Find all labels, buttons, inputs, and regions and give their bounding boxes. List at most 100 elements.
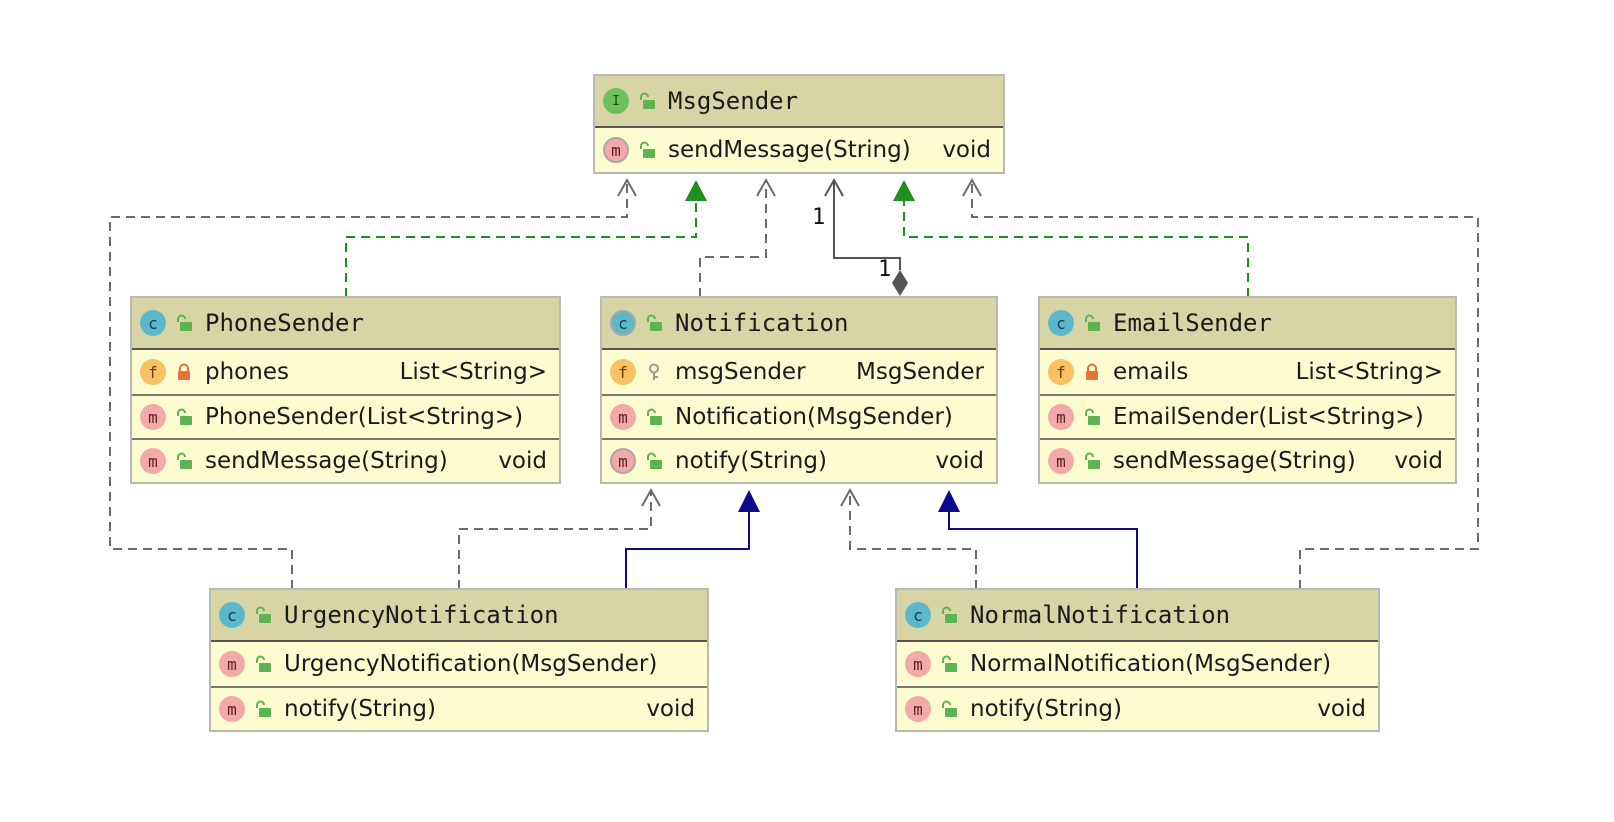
lock-open-icon bbox=[647, 314, 662, 331]
member-name: emails bbox=[1113, 359, 1189, 385]
member-type: List<String> bbox=[1295, 359, 1443, 385]
class-name: EmailSender bbox=[1113, 309, 1272, 337]
abstract-class-icon: c bbox=[610, 310, 636, 336]
lock-open-icon bbox=[256, 655, 271, 672]
member-name: notify(String) bbox=[970, 696, 1122, 722]
method-icon: m bbox=[1048, 404, 1074, 430]
method-row[interactable]: m sendMessage(String) void bbox=[1040, 438, 1455, 482]
class-header: c EmailSender bbox=[1040, 298, 1455, 350]
class-node-urgencynotification[interactable]: c UrgencyNotification m UrgencyNotification… bbox=[209, 588, 709, 732]
lock-closed-icon bbox=[1086, 363, 1098, 380]
class-header: c UrgencyNotification bbox=[211, 590, 707, 642]
member-type: MsgSender bbox=[856, 359, 984, 385]
class-name: PhoneSender bbox=[205, 309, 364, 337]
member-type: void bbox=[498, 448, 547, 474]
class-node-emailsender[interactable]: c EmailSender f emails List<String> m EmailSen… bbox=[1038, 296, 1457, 484]
class-name: UrgencyNotification bbox=[284, 601, 559, 629]
key-icon bbox=[649, 363, 659, 380]
lock-open-icon bbox=[1085, 452, 1100, 469]
interface-icon: I bbox=[603, 88, 629, 114]
member-type: void bbox=[1394, 448, 1443, 474]
class-name: MsgSender bbox=[668, 87, 799, 115]
member-type: void bbox=[1317, 696, 1366, 722]
member-name: notify(String) bbox=[284, 696, 436, 722]
class-icon: c bbox=[1048, 310, 1074, 336]
lock-open-icon bbox=[256, 700, 271, 717]
class-icon: c bbox=[219, 602, 245, 628]
class-node-msgsender[interactable]: I MsgSender m sendMessage(String) void bbox=[593, 74, 1005, 174]
method-icon: m bbox=[1048, 448, 1074, 474]
lock-open-icon bbox=[942, 606, 957, 623]
class-name: Notification bbox=[675, 309, 849, 337]
method-row[interactable]: m Notification(MsgSender) bbox=[602, 394, 996, 438]
class-node-notification[interactable]: c Notification f msgSender MsgSender m Notific… bbox=[600, 296, 998, 484]
member-type: List<String> bbox=[399, 359, 547, 385]
class-icon: c bbox=[140, 310, 166, 336]
member-name: UrgencyNotification(MsgSender) bbox=[284, 651, 658, 677]
method-icon: m bbox=[219, 651, 245, 677]
member-type: void bbox=[942, 137, 991, 163]
method-icon: m bbox=[140, 404, 166, 430]
lock-open-icon bbox=[640, 92, 655, 109]
member-type: void bbox=[646, 696, 695, 722]
edge-notification-depends-msgsender[interactable] bbox=[699, 177, 776, 297]
lock-open-icon bbox=[1085, 408, 1100, 425]
field-icon: f bbox=[1048, 359, 1074, 385]
edge-urgency-extends-notification[interactable] bbox=[625, 490, 760, 589]
member-name: EmailSender(List<String>) bbox=[1113, 404, 1424, 430]
method-row[interactable]: m sendMessage(String) void bbox=[595, 128, 1003, 172]
member-name: msgSender bbox=[675, 359, 806, 385]
lock-closed-icon bbox=[178, 363, 190, 380]
edge-notification-aggregates-msgsender[interactable]: 1 1 bbox=[812, 177, 908, 296]
edge-phonesender-realizes-msgsender[interactable] bbox=[345, 180, 707, 297]
member-name: phones bbox=[205, 359, 289, 385]
lock-open-icon bbox=[942, 700, 957, 717]
member-name: sendMessage(String) bbox=[1113, 448, 1356, 474]
class-name: NormalNotification bbox=[970, 601, 1231, 629]
edge-urgency-depends-notification[interactable] bbox=[458, 487, 661, 589]
field-icon: f bbox=[610, 359, 636, 385]
multiplicity-target: 1 bbox=[812, 205, 825, 230]
lock-open-icon bbox=[256, 606, 271, 623]
lock-open-icon bbox=[177, 452, 192, 469]
lock-open-icon bbox=[647, 408, 662, 425]
edge-emailsender-realizes-msgsender[interactable] bbox=[893, 180, 1249, 297]
member-name: NormalNotification(MsgSender) bbox=[970, 651, 1332, 677]
edge-normal-depends-msgsender[interactable] bbox=[962, 177, 1479, 589]
abstract-method-icon: m bbox=[603, 137, 629, 163]
method-icon: m bbox=[219, 696, 245, 722]
method-row[interactable]: m UrgencyNotification(MsgSender) bbox=[211, 642, 707, 686]
field-row[interactable]: f emails List<String> bbox=[1040, 350, 1455, 394]
method-row[interactable]: m notify(String) void bbox=[211, 686, 707, 730]
class-header: c PhoneSender bbox=[132, 298, 559, 350]
multiplicity-source: 1 bbox=[878, 257, 891, 282]
member-name: Notification(MsgSender) bbox=[675, 404, 953, 430]
class-icon: c bbox=[905, 602, 931, 628]
method-icon: m bbox=[610, 404, 636, 430]
field-row[interactable]: f msgSender MsgSender bbox=[602, 350, 996, 394]
member-name: notify(String) bbox=[675, 448, 827, 474]
edge-urgency-depends-msgsender[interactable] bbox=[109, 177, 637, 589]
member-name: sendMessage(String) bbox=[205, 448, 448, 474]
field-row[interactable]: f phones List<String> bbox=[132, 350, 559, 394]
member-name: sendMessage(String) bbox=[668, 137, 911, 163]
field-icon: f bbox=[140, 359, 166, 385]
edge-normal-depends-notification[interactable] bbox=[840, 487, 977, 589]
class-header: c NormalNotification bbox=[897, 590, 1378, 642]
method-row[interactable]: m EmailSender(List<String>) bbox=[1040, 394, 1455, 438]
lock-open-icon bbox=[640, 141, 655, 158]
member-type: void bbox=[935, 448, 984, 474]
lock-open-icon bbox=[177, 408, 192, 425]
lock-open-icon bbox=[1085, 314, 1100, 331]
edge-normal-extends-notification[interactable] bbox=[938, 490, 1138, 589]
lock-open-icon bbox=[177, 314, 192, 331]
class-header: I MsgSender bbox=[595, 76, 1003, 128]
